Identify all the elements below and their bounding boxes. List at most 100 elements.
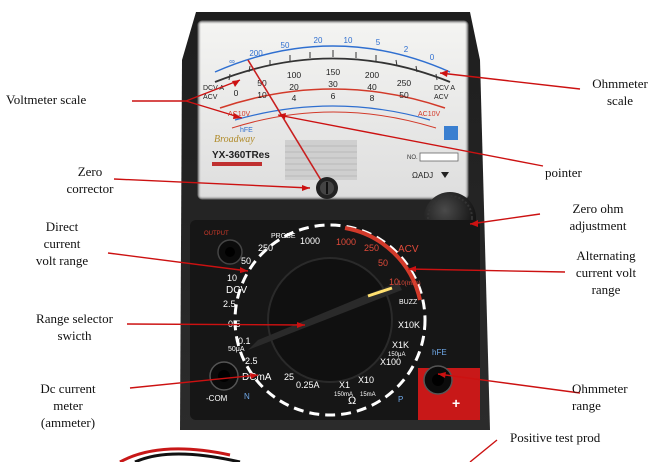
range-selector-knob[interactable]: [267, 257, 393, 383]
scale-label-dcva-right: DCV A: [434, 85, 455, 92]
label-text: adjustment: [569, 218, 627, 233]
dcv-range-label: 1000: [300, 236, 320, 246]
test-lead-black: [134, 452, 241, 462]
dcv-label: DCV: [226, 285, 247, 296]
label-ohmmeter-scale: Ohmmeter scale: [580, 75, 660, 109]
positive-jack[interactable]: [423, 365, 453, 395]
ohm-number: ∞: [229, 57, 235, 66]
ohm-number: 0: [430, 53, 435, 62]
model-number: YX-360TRes: [212, 150, 270, 161]
plus-sign: +: [452, 395, 460, 411]
ohm-range-label: X10: [358, 375, 374, 385]
label-dc-current-meter: Dc current meter (ammeter): [28, 380, 108, 431]
label-positive-test-prod: Positive test prod: [510, 429, 600, 446]
dc-number: 100: [287, 70, 301, 80]
brand-logo: Broadway: [214, 134, 255, 145]
label-text: Alternating: [576, 248, 636, 263]
certification-icon: [444, 126, 458, 140]
dcma-range-label: 2.5: [245, 356, 258, 366]
dc-number: 250: [397, 78, 411, 88]
label-text: current volt: [575, 265, 637, 280]
ohm-number: 200: [249, 49, 263, 58]
dc-number: 50: [399, 90, 409, 100]
range-sub-label: 150μA: [388, 352, 405, 358]
selector-handle[interactable]: [248, 282, 402, 350]
ohm-range-label: X1K: [392, 340, 409, 350]
label-text: current: [43, 236, 81, 251]
acv-range-label: 250: [364, 243, 379, 253]
hfe-jack-label: hFE: [432, 348, 447, 357]
label-text: Zero ohm: [572, 201, 624, 216]
ohm-range-label: X1: [339, 380, 350, 390]
buzz-label: BUZZ: [399, 299, 418, 306]
acv-range-label: 50: [378, 258, 388, 268]
scale-label-acv-right: ACV: [434, 94, 449, 101]
label-text: scale: [607, 93, 633, 108]
label-text: Dc current: [40, 381, 96, 396]
scale-label-dcva-left: DCV A: [203, 85, 224, 92]
range-sub-label: 150mA: [334, 392, 353, 398]
acv-arc: [344, 226, 422, 301]
acv-label: ACV: [398, 244, 419, 255]
ohm-number: 5: [376, 38, 381, 47]
range-sub-label: 10(ℓmm): [398, 280, 421, 287]
annotation-lines: [107, 72, 581, 462]
ohm-scale-arc: [214, 45, 451, 73]
label-direct-current-volt-range: Direct current volt range: [22, 218, 102, 269]
label-pointer: pointer: [545, 164, 582, 181]
range-ring: [233, 223, 427, 417]
label-text: corrector: [66, 181, 114, 196]
zero-corrector-screw[interactable]: [316, 177, 338, 199]
ac10v-label-left: AC10V: [228, 111, 251, 118]
serial-no-label: NO.: [407, 155, 418, 161]
dcma-range-label: 0.25A: [296, 380, 320, 390]
dc-number: 20: [289, 82, 299, 92]
label-text: Direct: [45, 219, 79, 234]
meter-pointer: [247, 59, 331, 196]
dc-number: 0: [234, 88, 239, 98]
label-text: meter: [53, 398, 83, 413]
dcv-range-label: 250: [258, 243, 273, 253]
label-zero-corrector: Zero corrector: [60, 163, 120, 197]
ohm-range-label: X10K: [398, 320, 420, 330]
dcv-range-label: 10: [227, 273, 237, 283]
output-jack[interactable]: [217, 239, 243, 265]
dc-scale-arc: [214, 57, 451, 83]
dc-number: 40: [367, 82, 377, 92]
com-jack[interactable]: [209, 361, 239, 391]
dcma-label: DCmA: [242, 372, 272, 383]
label-text: Ohmmeter: [572, 381, 628, 396]
label-text: range: [572, 398, 601, 413]
label-zero-ohm-adjustment: Zero ohm adjustment: [538, 200, 658, 234]
label-text: Voltmeter scale: [6, 92, 87, 107]
scale-label-acv-left: ACV: [203, 94, 218, 101]
n-mark: N: [244, 392, 250, 401]
label-text: range: [591, 282, 621, 297]
annotation-arrowheads: [232, 70, 478, 379]
dc-number: 10: [257, 90, 267, 100]
com-label: -COM: [206, 394, 228, 403]
label-text: (ammeter): [40, 415, 96, 430]
label-text: pointer: [545, 165, 582, 180]
label-voltmeter-scale: Voltmeter scale: [6, 91, 86, 108]
triangle-icon: [441, 172, 449, 178]
dcma-range-label: 25: [284, 372, 294, 382]
ohm-number: 2: [404, 45, 409, 54]
dc-number: 6: [331, 91, 336, 101]
probe-label: PROBE: [271, 233, 296, 240]
label-range-selector-switch: Range selector swicth: [22, 310, 127, 344]
dcv-range-label: 2.5: [223, 299, 236, 309]
label-text: Positive test prod: [510, 430, 601, 445]
label-alternating-current-volt-range: Alternating current volt range: [556, 247, 656, 298]
label-text: volt range: [35, 253, 89, 268]
ac10v-label-right: AC10V: [418, 111, 441, 118]
acv-range-label: 10: [389, 277, 399, 287]
label-text: Range selector: [36, 311, 113, 326]
dc-number: 8: [370, 93, 375, 103]
ohm-number: 50: [281, 41, 290, 50]
ohm-range-label: X100: [380, 357, 401, 367]
label-text: Zero: [77, 164, 103, 179]
hfe-scale-label: hFE: [240, 127, 253, 134]
dcv-range-label: 50μA: [228, 346, 245, 353]
ac-scale-arc: [219, 88, 446, 109]
